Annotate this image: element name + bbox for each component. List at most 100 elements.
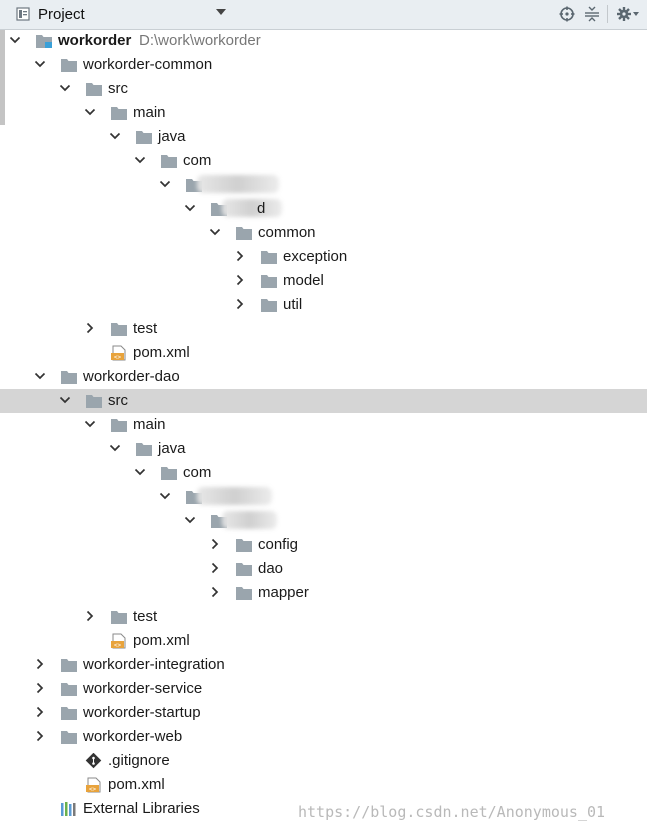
chevron-down-icon[interactable] <box>109 442 121 454</box>
chevron-down-icon[interactable] <box>34 370 46 382</box>
tree-row[interactable]: workorder-web <box>0 725 647 749</box>
chevron-down-icon[interactable] <box>216 9 226 15</box>
tree-row[interactable]: External Libraries <box>0 797 647 821</box>
tree-row[interactable] <box>0 509 647 533</box>
tree-item-label: d <box>257 200 266 217</box>
chevron-right-icon[interactable] <box>209 586 221 598</box>
folder-icon <box>136 443 152 456</box>
chevron-down-icon[interactable] <box>209 226 221 238</box>
folder-icon <box>111 107 127 120</box>
tree-row[interactable]: java <box>0 125 647 149</box>
chevron-right-icon[interactable] <box>209 562 221 574</box>
settings-dropdown-icon[interactable] <box>633 12 639 16</box>
watermark: https://blog.csdn.net/Anonymous_01 <box>298 803 606 821</box>
chevron-down-icon[interactable] <box>59 82 71 94</box>
module-folder-icon <box>36 35 52 48</box>
chevron-right-icon[interactable] <box>34 730 46 742</box>
chevron-right-icon[interactable] <box>234 298 246 310</box>
folder-icon <box>61 659 77 672</box>
project-view-title[interactable]: Project <box>38 6 85 23</box>
folder-icon <box>161 467 177 480</box>
locate-icon[interactable] <box>559 6 575 22</box>
svg-text:<>: <> <box>89 786 97 793</box>
tree-row[interactable]: util <box>0 293 647 317</box>
project-toolbar: Project <box>0 0 647 30</box>
collapse-all-icon[interactable] <box>584 6 600 22</box>
tree-item-label: common <box>258 224 316 241</box>
folder-icon <box>61 371 77 384</box>
chevron-right-icon[interactable] <box>234 250 246 262</box>
tree-item-label: workorder-startup <box>83 704 201 721</box>
tree-row[interactable] <box>0 485 647 509</box>
tree-row[interactable]: d <box>0 197 647 221</box>
tree-row[interactable]: java <box>0 437 647 461</box>
chevron-down-icon[interactable] <box>134 154 146 166</box>
tree-row[interactable]: dao <box>0 557 647 581</box>
chevron-down-icon[interactable] <box>159 178 171 190</box>
tree-row[interactable]: exception <box>0 245 647 269</box>
tree-row[interactable]: workorder-common <box>0 53 647 77</box>
tree-item-label: config <box>258 536 299 553</box>
tree-row[interactable]: com <box>0 461 647 485</box>
tree-row[interactable]: test <box>0 605 647 629</box>
chevron-down-icon[interactable] <box>184 514 196 526</box>
chevron-right-icon[interactable] <box>34 706 46 718</box>
redacted-blur <box>222 199 282 217</box>
folder-icon <box>236 227 252 240</box>
tree-row[interactable]: test <box>0 317 647 341</box>
chevron-down-icon[interactable] <box>184 202 196 214</box>
tree-row[interactable]: mapper <box>0 581 647 605</box>
tree-item-label: workorder <box>58 32 132 49</box>
chevron-down-icon[interactable] <box>84 418 96 430</box>
tree-item-label: model <box>283 272 324 289</box>
tree-row[interactable] <box>0 173 647 197</box>
chevron-down-icon[interactable] <box>159 490 171 502</box>
tree-row[interactable]: main <box>0 101 647 125</box>
tree-item-label: pom.xml <box>108 776 165 793</box>
tree-row[interactable]: .gitignore <box>0 749 647 773</box>
settings-gear-icon[interactable] <box>616 6 632 22</box>
chevron-down-icon[interactable] <box>59 394 71 406</box>
chevron-right-icon[interactable] <box>34 658 46 670</box>
tree-item-label: src <box>108 392 128 409</box>
tree-row[interactable]: config <box>0 533 647 557</box>
chevron-right-icon[interactable] <box>84 322 96 334</box>
tree-item-label: main <box>133 104 166 121</box>
tree-row[interactable]: workorder-startup <box>0 701 647 725</box>
tree-item-label: pom.xml <box>133 632 190 649</box>
tree-row[interactable]: common <box>0 221 647 245</box>
chevron-down-icon[interactable] <box>109 130 121 142</box>
folder-icon <box>111 419 127 432</box>
tree-row[interactable]: workorder-integration <box>0 653 647 677</box>
chevron-down-icon[interactable] <box>84 106 96 118</box>
tree-row[interactable]: workorder-service <box>0 677 647 701</box>
folder-icon <box>61 683 77 696</box>
tree-row[interactable]: <>pom.xml <box>0 341 647 365</box>
svg-text:<>: <> <box>114 354 122 361</box>
chevron-right-icon[interactable] <box>209 538 221 550</box>
chevron-down-icon[interactable] <box>134 466 146 478</box>
tree-row[interactable]: com <box>0 149 647 173</box>
tree-row[interactable]: main <box>0 413 647 437</box>
chevron-right-icon[interactable] <box>234 274 246 286</box>
tree-item-label: workorder-web <box>83 728 183 745</box>
chevron-right-icon[interactable] <box>34 682 46 694</box>
tree-row[interactable]: src <box>0 389 647 413</box>
chevron-right-icon[interactable] <box>84 610 96 622</box>
tree-row[interactable]: model <box>0 269 647 293</box>
folder-icon <box>86 83 102 96</box>
left-scroll-strip <box>0 30 5 125</box>
chevron-down-icon[interactable] <box>9 34 21 46</box>
maven-xml-icon: <> <box>111 345 126 361</box>
chevron-down-icon[interactable] <box>34 58 46 70</box>
svg-text:<>: <> <box>114 642 122 649</box>
tree-row[interactable]: <> pom.xml <box>0 629 647 653</box>
tree-item-label: src <box>108 80 128 97</box>
tree-row[interactable]: <> pom.xml <box>0 773 647 797</box>
tree-row[interactable]: src <box>0 77 647 101</box>
tree-row[interactable]: workorder-dao <box>0 365 647 389</box>
tree-item-label: com <box>183 464 212 481</box>
tree-item-label: main <box>133 416 166 433</box>
